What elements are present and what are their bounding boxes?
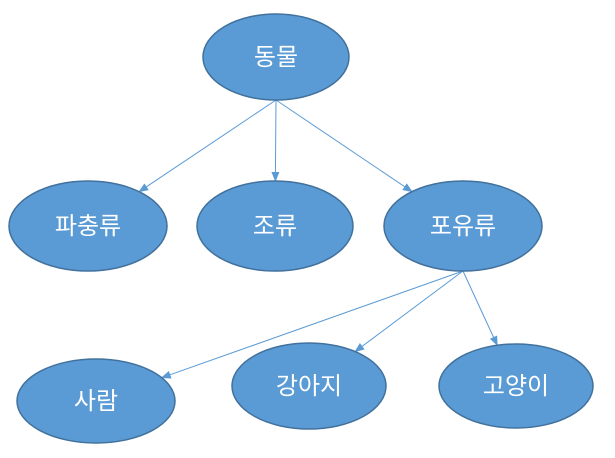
- edge-mammal-to-cat: [462, 270, 498, 347]
- node-human-ellipse: [16, 358, 176, 444]
- node-animal: 동물: [202, 13, 350, 101]
- node-mammal: 포유류: [383, 180, 543, 272]
- node-animal-label: 동물: [254, 43, 298, 71]
- node-bird: 조류: [196, 180, 354, 272]
- edges: [138, 99, 498, 379]
- node-bird-ellipse: [196, 180, 354, 272]
- edge-animal-to-reptile: [138, 99, 277, 193]
- node-reptile-label: 파충류: [55, 212, 121, 240]
- edge-mammal-to-human: [160, 270, 464, 379]
- edge-mammal-to-dog: [354, 270, 464, 353]
- node-cat-label: 고양이: [483, 372, 549, 400]
- node-human: 사람: [16, 358, 176, 444]
- node-mammal-label: 포유류: [430, 212, 496, 240]
- node-reptile: 파충류: [8, 180, 168, 272]
- node-cat-ellipse: [438, 343, 594, 429]
- edge-animal-to-mammal: [275, 99, 413, 193]
- node-mammal-ellipse: [383, 180, 543, 272]
- edge-animal-to-bird: [271, 99, 280, 183]
- node-cat: 고양이: [438, 343, 594, 429]
- node-animal-ellipse: [202, 13, 350, 101]
- node-human-label: 사람: [74, 387, 118, 415]
- node-reptile-ellipse: [8, 180, 168, 272]
- node-dog-ellipse: [231, 342, 387, 430]
- node-dog: 강아지: [231, 342, 387, 430]
- node-dog-label: 강아지: [276, 372, 342, 400]
- node-bird-label: 조류: [253, 212, 297, 240]
